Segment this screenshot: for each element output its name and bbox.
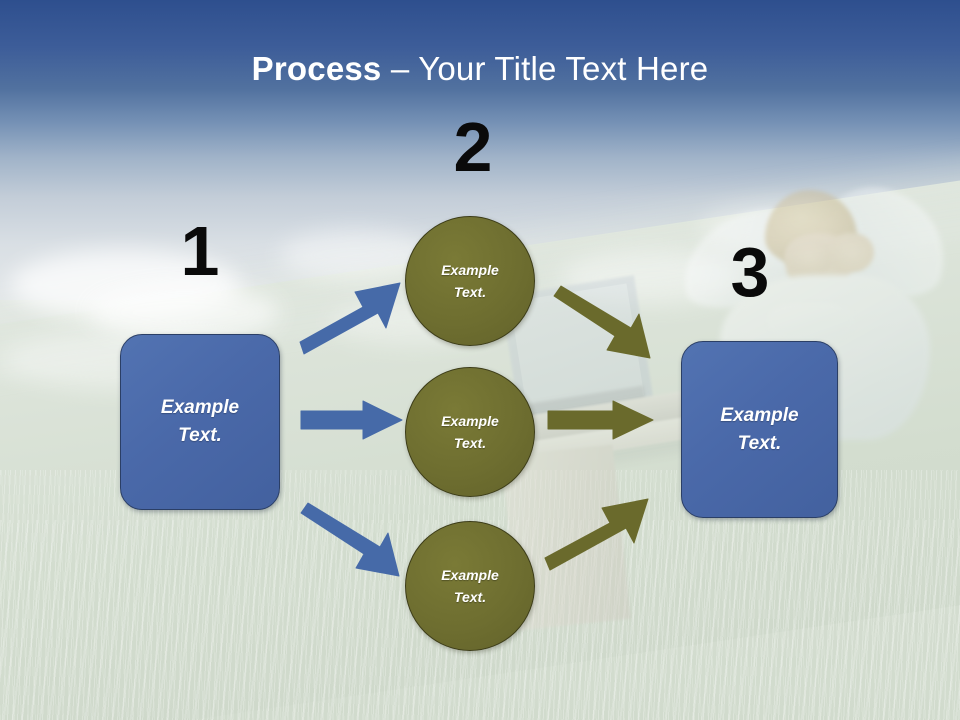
arrow-down-right-blue xyxy=(300,502,400,577)
arrow-right-blue xyxy=(300,400,403,440)
arrow-up-right-olive xyxy=(544,498,649,571)
person-face xyxy=(785,233,853,295)
stage2-circle-3[interactable]: Example Text. xyxy=(405,521,535,651)
arrow-right-olive xyxy=(547,400,654,440)
step-number-1: 1 xyxy=(180,212,220,290)
slide-title: Process – Your Title Text Here xyxy=(0,49,960,89)
cloud-shape xyxy=(90,285,280,340)
stage2-circle-2-label: Example Text. xyxy=(441,413,499,451)
stage2-circle-1-label: Example Text. xyxy=(441,262,499,300)
cloud-shape xyxy=(700,205,850,253)
stage2-circle-2[interactable]: Example Text. xyxy=(405,367,535,497)
person-hair xyxy=(765,190,857,268)
slide-title-separator: – xyxy=(381,50,419,87)
person-collar xyxy=(768,303,854,343)
person-right-hand xyxy=(830,233,874,273)
stage1-box-label: Example Text. xyxy=(160,397,240,446)
step-number-3: 3 xyxy=(730,233,770,311)
person-left-hand xyxy=(786,237,832,277)
stage3-box-label: Example Text. xyxy=(720,404,799,454)
arrow-up-right-blue xyxy=(299,282,401,355)
step-number-2: 2 xyxy=(453,108,493,186)
stage3-box[interactable]: Example Text. xyxy=(681,341,838,518)
stage1-box[interactable]: Example Text. xyxy=(120,334,280,510)
slide-title-bold: Process xyxy=(251,50,382,87)
arrow-down-right-olive xyxy=(553,285,651,359)
cloud-shape xyxy=(560,250,740,305)
stage2-circle-3-label: Example Text. xyxy=(441,567,499,605)
stage2-circle-1[interactable]: Example Text. xyxy=(405,216,535,346)
slide-title-rest: Your Title Text Here xyxy=(418,50,709,87)
